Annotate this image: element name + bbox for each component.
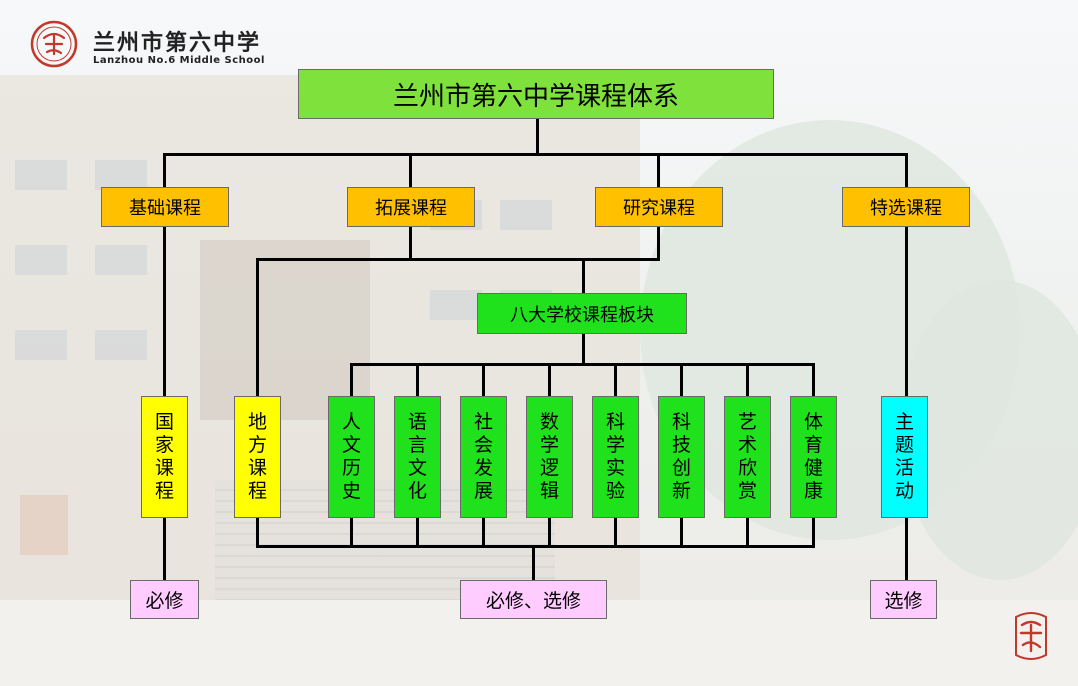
course-tech-innovation: 科技创新 bbox=[658, 396, 705, 518]
curriculum-system-title: 兰州市第六中学课程体系 bbox=[298, 69, 774, 119]
category-special: 特选课程 bbox=[842, 187, 970, 227]
category-extended: 拓展课程 bbox=[347, 187, 475, 227]
course-sports-health: 体育健康 bbox=[790, 396, 837, 518]
course-science-experiment: 科学实验 bbox=[592, 396, 639, 518]
course-art-appreciation: 艺术欣赏 bbox=[724, 396, 771, 518]
course-math-logic: 数学逻辑 bbox=[526, 396, 573, 518]
school-name-en: Lanzhou No.6 Middle School bbox=[93, 55, 265, 66]
course-humanities-history: 人文历史 bbox=[328, 396, 375, 518]
course-national: 国家课程 bbox=[141, 396, 188, 518]
tag-required: 必修 bbox=[130, 580, 199, 619]
school-name: 兰州市第六中学 bbox=[93, 30, 262, 56]
course-local: 地方课程 bbox=[234, 396, 281, 518]
school-logo-seal bbox=[30, 20, 78, 68]
tag-required-elective: 必修、选修 bbox=[460, 580, 607, 619]
category-basic: 基础课程 bbox=[101, 187, 229, 227]
school-seal-mark bbox=[1015, 612, 1047, 660]
course-social-development: 社会发展 bbox=[460, 396, 507, 518]
course-theme-activity: 主题活动 bbox=[881, 396, 928, 518]
tag-elective: 选修 bbox=[870, 580, 937, 619]
eight-modules-box: 八大学校课程板块 bbox=[477, 293, 687, 334]
course-language-culture: 语言文化 bbox=[394, 396, 441, 518]
category-research: 研究课程 bbox=[595, 187, 723, 227]
